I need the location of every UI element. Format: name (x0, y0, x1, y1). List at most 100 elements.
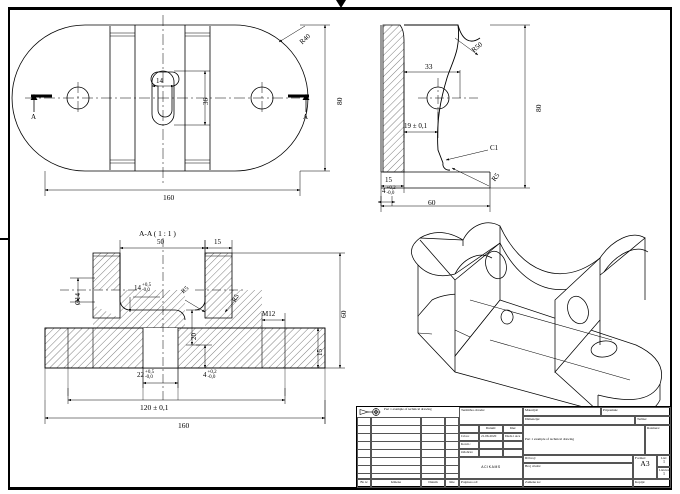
tol-nominal: 22 (137, 371, 144, 380)
col-header-name: Ime: (503, 425, 523, 433)
dim-side-c1: C1 (490, 144, 499, 152)
rev-col-change (371, 417, 421, 479)
sheets-cell: Listova: 1 (657, 467, 671, 479)
material-label: Materijal: (523, 407, 601, 416)
rev-col-num (357, 417, 371, 479)
tol-nominal: 4 (203, 371, 207, 380)
sheet-frame-left (8, 7, 10, 489)
replacement-label: Zamena za: (523, 479, 633, 488)
top-view-dimension-lines (44, 24, 330, 196)
tol-upper: +0,5 (145, 370, 155, 375)
top-view-centerlines (25, 15, 300, 185)
id-number-label: ID broj: (523, 455, 633, 463)
dim-top-14: 14 (156, 77, 163, 85)
row-role-drawn: Crtao: (459, 433, 479, 441)
tol-nominal: 14 (134, 284, 141, 293)
approved-by-label: Potpisao od: (459, 479, 523, 488)
rev-header-change: Izmena (371, 479, 421, 488)
col-header-date: Datum: (479, 425, 503, 433)
rev-rule-2 (357, 433, 459, 434)
copy-label: Kopija: (633, 479, 671, 488)
row-name-approved (503, 449, 523, 457)
dimensions-label: Dimenzije: (523, 416, 635, 425)
sheet-frame-right (670, 7, 672, 489)
section-centerlines (60, 238, 245, 400)
isometric-geometry (411, 222, 662, 416)
row-role-checked: Kontr.: (459, 441, 479, 449)
side-view-dimension-lines (377, 24, 530, 212)
format-cell: Format: A3 (633, 455, 657, 479)
center-mark-top-icon (336, 0, 346, 8)
row-name-drawn: Duda i Ace (503, 433, 523, 441)
sheets-value: 1 (663, 471, 665, 477)
corner-part-name: Part 1 example of technical drawing (384, 407, 432, 411)
sheet-label: List: (661, 455, 667, 460)
first-angle-projection-icon (359, 407, 381, 416)
company-name: ACIKAMS (459, 457, 523, 479)
dim-side-60: 60 (428, 198, 436, 207)
section-label-a-right: A (303, 113, 309, 121)
title-block: Part 1 example of technical drawing Br. … (356, 406, 671, 488)
dim-side-15: 15 (385, 176, 392, 184)
tol-upper: +0,2 (386, 186, 396, 191)
projection-symbol-cell: Part 1 example of technical drawing (357, 407, 447, 417)
dim-sec-22-tolerance: 22 +0,5 -0,0 (137, 370, 154, 381)
rev-header-date: Datum (421, 479, 445, 488)
dim-sec-14-tolerance: 14 +0,5 -0,0 (134, 283, 151, 294)
section-title: A-A ( 1 : 1 ) (139, 229, 176, 238)
row-date-approved (479, 449, 503, 457)
section-label-a-left: A (31, 113, 37, 121)
dim-sec-120: 120 ± 0,1 (140, 403, 169, 412)
rev-col-name (445, 417, 459, 479)
dim-side-33: 33 (425, 62, 433, 71)
dim-side-19: 19 ± 0,1 (404, 122, 428, 130)
tol-nominal: 4 (382, 187, 386, 196)
sheet-frame-top (8, 7, 672, 10)
dim-sec-15-top: 15 (214, 238, 221, 246)
tol-lower: -0,0 (145, 375, 153, 381)
center-mark-left-icon (0, 238, 8, 240)
rev-rule-3 (357, 441, 459, 442)
section-dimension-lines (44, 240, 345, 424)
drawing-number-label: Broj crteža: (523, 463, 633, 479)
rev-rule-4 (357, 449, 459, 450)
dim-sec-160: 160 (178, 421, 190, 430)
sheet-value: 1 (663, 459, 665, 465)
rev-rule-6 (357, 465, 459, 466)
rev-rule-1 (357, 425, 459, 426)
row-name-checked (503, 441, 523, 449)
rev-rule-5 (357, 457, 459, 458)
rev-header-num: Br. iz (357, 479, 371, 488)
format-value: A3 (640, 459, 650, 469)
section-geometry (44, 252, 326, 424)
row-role-approved: Odobrio: (459, 449, 479, 457)
row-date-checked (479, 441, 503, 449)
section-mark-a-left (30, 94, 52, 112)
tol-upper: +0,2 (207, 370, 217, 375)
main-title: Part 1 example of technical drawing (523, 425, 645, 455)
rev-col-date (421, 417, 445, 479)
section-mark-a-right (288, 94, 310, 112)
dim-top-160: 160 (163, 193, 175, 202)
row-date-drawn: 21.06.2020 (479, 433, 503, 441)
tol-lower: -0,0 (207, 375, 216, 381)
sheet-frame-bottom (8, 487, 672, 490)
format-label: Format: (635, 455, 646, 460)
sheet-cell: List: 1 (657, 455, 671, 467)
tol-lower: -0,0 (142, 288, 150, 294)
signature-blank (459, 425, 479, 433)
dim-sec-50: 50 (157, 238, 164, 246)
heat-treatment-label: Termička obrada: (459, 407, 523, 425)
weight-label: Težina: (635, 416, 671, 425)
dim-sec-m12: M12 (262, 310, 276, 318)
tol-upper: +0,5 (142, 283, 152, 288)
blank-label: Pripremak: (601, 407, 671, 416)
rev-rule-7 (357, 473, 459, 474)
dim-sec-4-tolerance: 4 +0,2 -0,0 (203, 370, 217, 381)
tol-lower: -0,0 (386, 191, 395, 197)
